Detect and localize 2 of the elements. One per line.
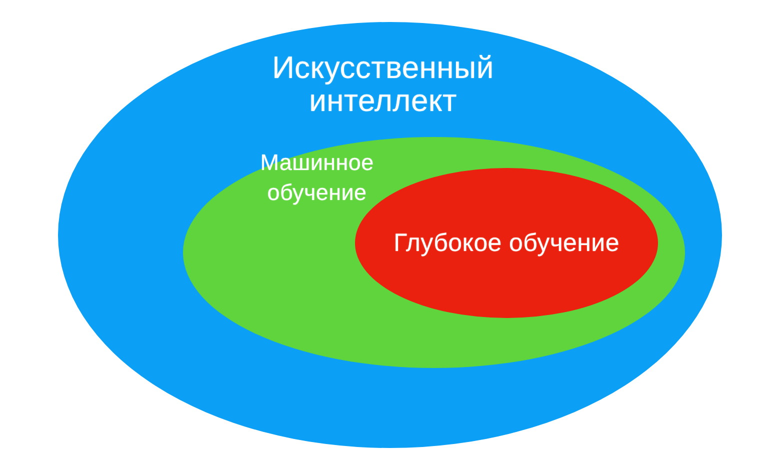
region-label: Искусственный интеллект bbox=[271, 51, 495, 117]
region-label: Глубокое обучение bbox=[392, 228, 620, 258]
